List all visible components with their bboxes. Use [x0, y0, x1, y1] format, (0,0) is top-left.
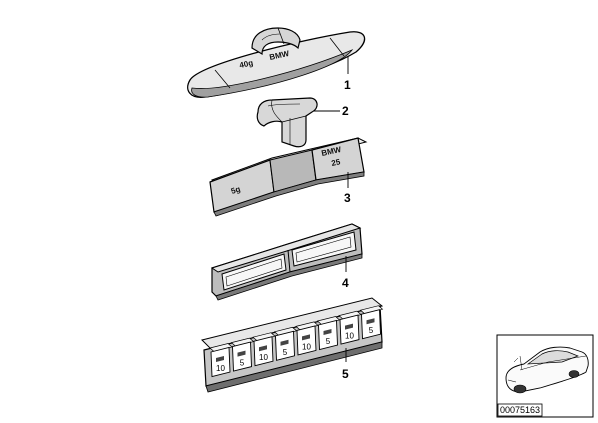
part-3-adhesive-weight: 5g BMW 25 3	[209, 137, 368, 217]
weight-1-mark-left: 40g	[239, 58, 254, 70]
strip-segment-label: 5	[240, 359, 245, 368]
strip-segment-label: 10	[216, 364, 225, 373]
callout-3: 3	[344, 191, 351, 205]
callout-4: 4	[342, 276, 349, 290]
part-2-clip-spring: 2	[256, 97, 349, 148]
weight-3-mark-left: 5g	[230, 184, 242, 195]
strip-segment-group: 10 5 10 5 10 5 10 5	[209, 305, 384, 378]
strip-segment-label: 5	[283, 348, 288, 357]
weight-3-mark-right: BMW	[321, 145, 343, 158]
strip-segment: 5	[316, 316, 341, 351]
strip-segment: 5	[359, 305, 384, 340]
weight-3-mark-small: 25	[331, 157, 342, 168]
strip-segment: 5	[273, 326, 298, 361]
part-4-adhesive-weight-recessed: 4	[210, 223, 363, 301]
strip-segment: 10	[209, 343, 233, 378]
strip-segment: 5	[230, 337, 255, 372]
callout-5: 5	[342, 367, 349, 381]
part-5-weight-strip: 10 5 10 5 10 5 10 5 5	[201, 297, 384, 393]
weight-1-mark-right: BMW	[269, 49, 291, 62]
strip-segment-label: 10	[259, 353, 268, 362]
callout-2: 2	[342, 104, 349, 118]
part-1-clip-on-weight: 40g BMW 1	[187, 27, 366, 98]
strip-segment: 10	[295, 321, 319, 356]
strip-segment-label: 5	[369, 326, 374, 335]
callout-1: 1	[344, 78, 351, 92]
strip-segment: 10	[338, 310, 362, 345]
vehicle-reference-thumbnail: 00075163	[496, 334, 594, 418]
strip-segment-label: 10	[345, 332, 354, 341]
strip-segment-label: 5	[326, 337, 331, 346]
reference-code: 00075163	[500, 405, 540, 415]
strip-segment-label: 10	[302, 342, 311, 351]
car-silhouette-icon	[505, 346, 589, 394]
strip-segment: 10	[252, 332, 276, 367]
